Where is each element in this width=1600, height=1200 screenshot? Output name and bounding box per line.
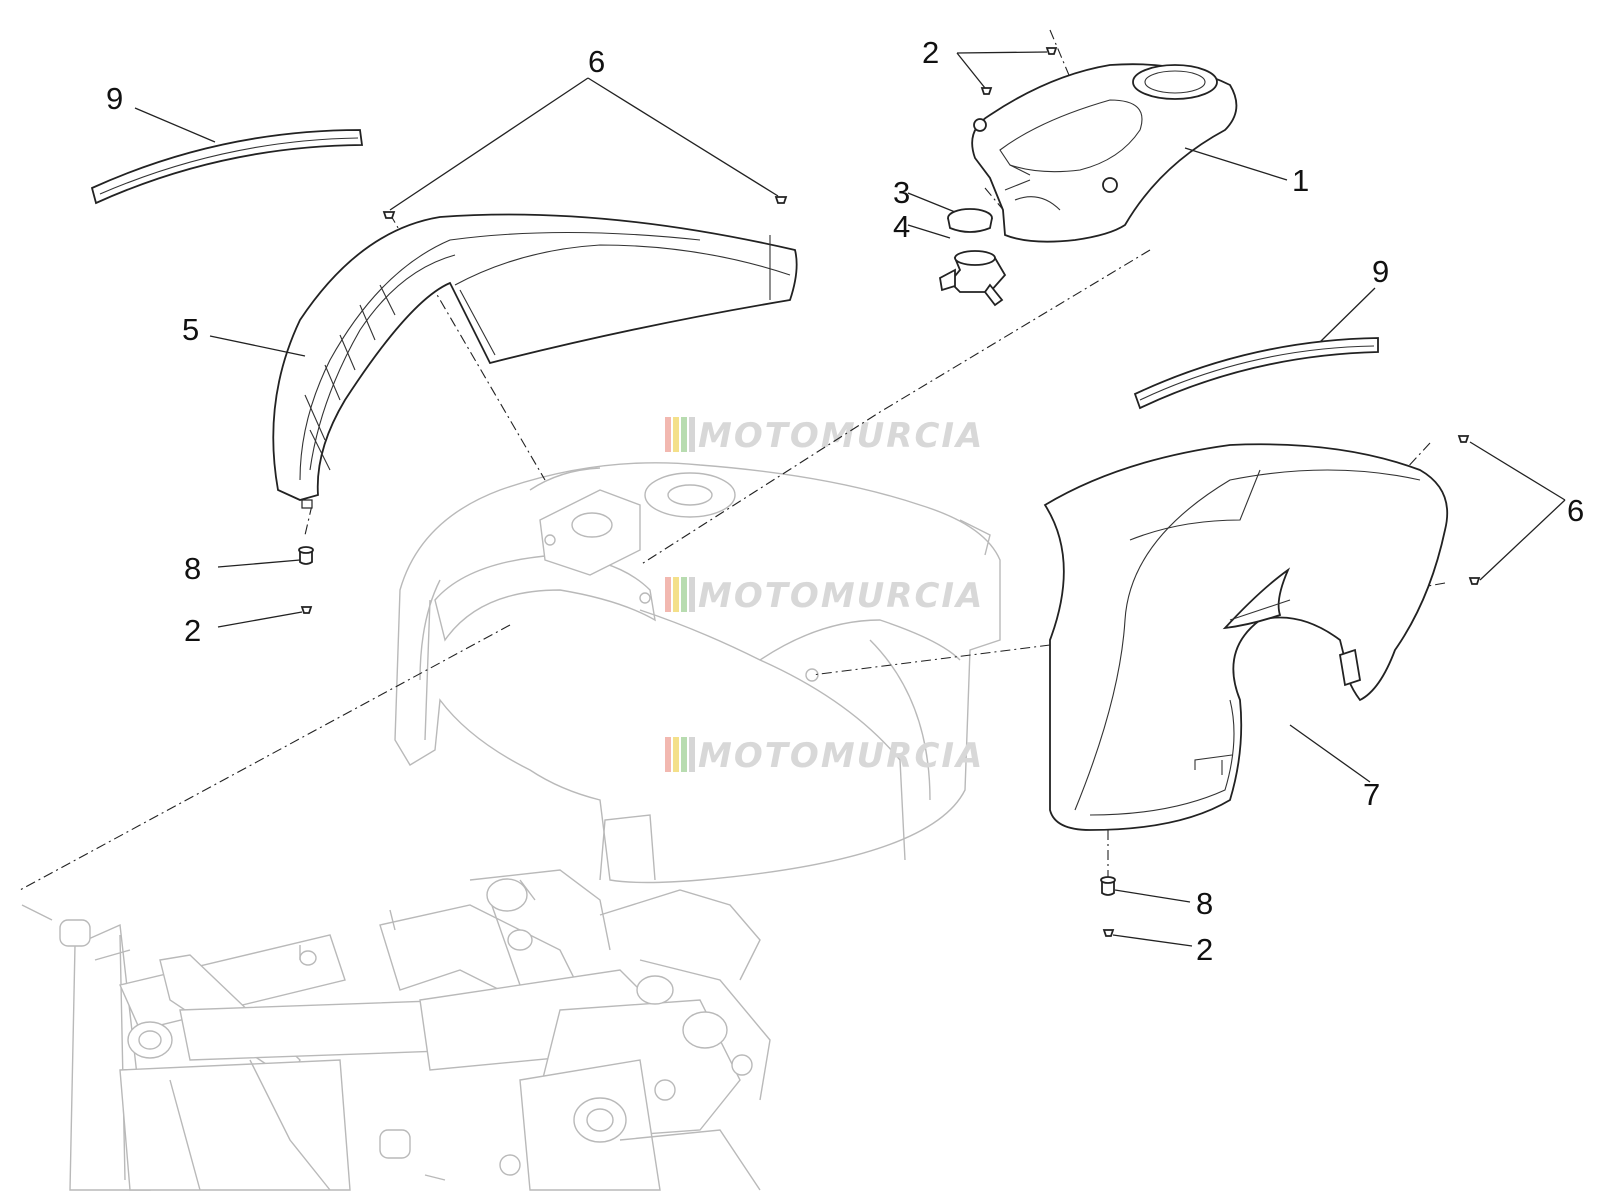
callout-8-right: 8 <box>1196 886 1213 921</box>
callout-7: 7 <box>1363 777 1380 812</box>
leader-lines <box>134 51 1566 947</box>
fuel-tank-ghost <box>394 462 1001 884</box>
callout-9-left: 9 <box>106 81 123 116</box>
watermark-stripe-red <box>665 417 671 452</box>
part-9-right-strip <box>1133 337 1379 410</box>
callout-4: 4 <box>893 209 910 244</box>
watermark-stripe-red <box>665 577 671 612</box>
part-1-top-cover <box>971 63 1238 243</box>
part-2-screws-top <box>980 47 1058 95</box>
callout-9-right: 9 <box>1372 254 1389 289</box>
part-8-spacer-left <box>298 546 314 565</box>
frame-ghost <box>21 869 771 1191</box>
part-6-screws-top <box>382 196 788 219</box>
watermark-text: MOTOMURCIA <box>698 416 984 456</box>
callout-8-left: 8 <box>184 551 201 586</box>
part-5-left-panel <box>272 213 798 509</box>
watermark-stripe-green <box>681 577 687 612</box>
part-7-right-panel <box>1043 443 1449 831</box>
watermark-top: MOTOMURCIA <box>665 416 984 456</box>
callout-2-right: 2 <box>1196 932 1213 967</box>
part-2-screw-left <box>300 606 313 614</box>
callout-labels: 9 6 5 8 2 2 3 4 1 9 6 7 8 2 <box>106 35 1584 967</box>
part-6-screws-right <box>1457 435 1481 585</box>
watermark-stripe-yellow <box>673 417 679 452</box>
part-4-filler-flange <box>939 250 1007 307</box>
watermark-text: MOTOMURCIA <box>698 736 984 776</box>
part-9-left-strip <box>90 129 364 205</box>
part-3-gasket <box>947 208 993 233</box>
part-8-spacer-right <box>1100 876 1116 896</box>
watermark-stripe-grey <box>689 577 695 612</box>
callout-5: 5 <box>182 312 199 347</box>
callout-6-top: 6 <box>588 44 605 79</box>
callout-2-top: 2 <box>922 35 939 70</box>
part-2-screw-right <box>1102 929 1115 937</box>
watermark-stripe-grey <box>689 417 695 452</box>
watermark-text: MOTOMURCIA <box>698 576 984 616</box>
callout-2-left: 2 <box>184 613 201 648</box>
watermark-middle: MOTOMURCIA <box>665 576 984 616</box>
watermark-stripe-yellow <box>673 577 679 612</box>
watermark-stripe-green <box>681 417 687 452</box>
callout-1: 1 <box>1292 163 1309 198</box>
watermark-stripe-yellow <box>673 737 679 772</box>
watermark-stripe-grey <box>689 737 695 772</box>
callout-3: 3 <box>893 175 910 210</box>
watermark-stripe-green <box>681 737 687 772</box>
watermark-stripe-red <box>665 737 671 772</box>
watermark-bottom: MOTOMURCIA <box>665 736 984 776</box>
callout-6-right: 6 <box>1567 493 1584 528</box>
